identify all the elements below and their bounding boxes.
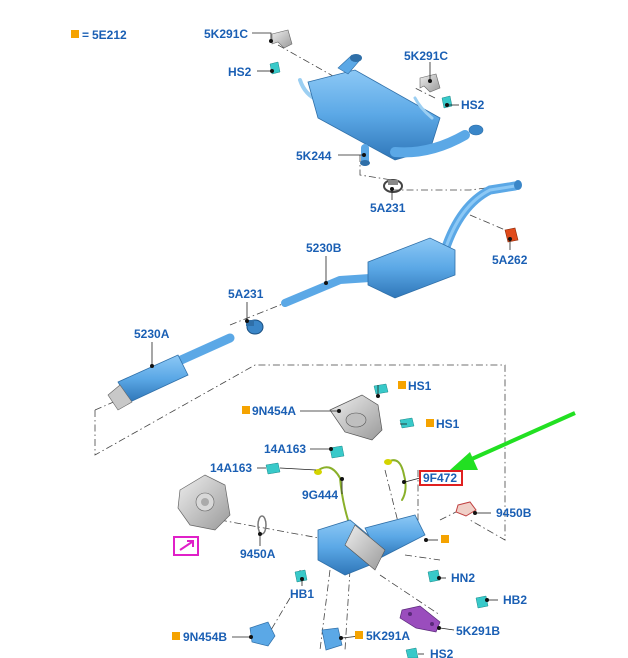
oxygen-sensor-part	[314, 466, 349, 521]
rear-clamp-part	[383, 179, 403, 193]
mid-clamp-part	[246, 319, 264, 335]
bracket-lower-part	[321, 627, 343, 651]
label-gasket-left[interactable]: 9450A	[240, 547, 276, 561]
label-clip-bottom[interactable]: HS2	[430, 647, 454, 658]
legend-code: 5E212	[92, 28, 127, 42]
stud-upper-part	[373, 383, 389, 395]
label-clip-left[interactable]: HS2	[228, 65, 252, 79]
intermediate-pipe-part	[281, 180, 522, 307]
label-front-pipe[interactable]: 5230A	[134, 327, 170, 341]
label-sensor-connector-b[interactable]: 14A163	[210, 461, 252, 475]
label-heat-shield-upper[interactable]: 9N454A	[252, 404, 296, 418]
gasket-left-part	[257, 515, 267, 535]
label-bracket-lower[interactable]: 5K291A	[366, 629, 410, 643]
rear-bracket-left-part	[271, 29, 293, 49]
bracket-lower-right-part	[399, 605, 441, 633]
bolt-right-part	[475, 595, 489, 609]
gasket-right-part	[455, 501, 477, 517]
front-pipe-part	[107, 333, 235, 411]
label-stud-upper[interactable]: HS1	[408, 379, 432, 393]
label-nut-right[interactable]: HN2	[451, 571, 475, 585]
label-mid-clamp[interactable]: 5A231	[228, 287, 264, 301]
legend: = 5E212	[71, 28, 127, 42]
legend-prefix: =	[82, 28, 89, 42]
nut-right-part	[427, 569, 441, 583]
sensor-connector-b-part	[265, 462, 281, 475]
label-stud-lower[interactable]: HS1	[436, 417, 460, 431]
downpipe-part	[317, 514, 426, 576]
label-sensor-connector-a[interactable]: 14A163	[264, 442, 306, 456]
orange-markers	[172, 381, 449, 640]
label-highlighted-sensor[interactable]: 9F472	[423, 471, 457, 485]
label-intermediate-pipe[interactable]: 5230B	[306, 241, 342, 255]
label-bracket-lower-right[interactable]: 5K291B	[456, 624, 500, 638]
label-clip-right[interactable]: HS2	[461, 98, 485, 112]
highlight-box	[419, 470, 463, 486]
leader-lines	[150, 32, 512, 655]
highlighted-sensor-part	[384, 459, 407, 501]
clip-bottom-part	[405, 647, 419, 658]
label-heat-shield-lower[interactable]: 9N454B	[183, 630, 227, 644]
label-bolt-left[interactable]: HB1	[290, 587, 314, 601]
label-rear-bracket-right[interactable]: 5K291C	[404, 49, 448, 63]
turbocharger-part	[177, 474, 231, 531]
label-rear-muffler[interactable]: 5K244	[296, 149, 332, 163]
heat-shield-upper-part	[329, 394, 383, 441]
reference-icon	[173, 536, 199, 556]
label-bolt-right[interactable]: HB2	[503, 593, 527, 607]
guide-lines	[94, 44, 511, 651]
label-rear-clamp[interactable]: 5A231	[370, 201, 406, 215]
label-rear-insulator[interactable]: 5A262	[492, 253, 528, 267]
green-arrow	[450, 411, 576, 470]
heat-shield-lower-part	[249, 621, 276, 647]
label-oxygen-sensor[interactable]: 9G444	[302, 488, 338, 502]
label-rear-bracket-left[interactable]: 5K291C	[204, 27, 248, 41]
labels: 5K291C HS2 5K291C HS2 5K244 5A231 5A262 …	[134, 27, 532, 658]
legend-marker	[71, 30, 79, 38]
label-gasket-right[interactable]: 9450B	[496, 506, 532, 520]
stud-lower-part	[399, 417, 415, 429]
sensor-connector-a-part	[329, 445, 345, 459]
